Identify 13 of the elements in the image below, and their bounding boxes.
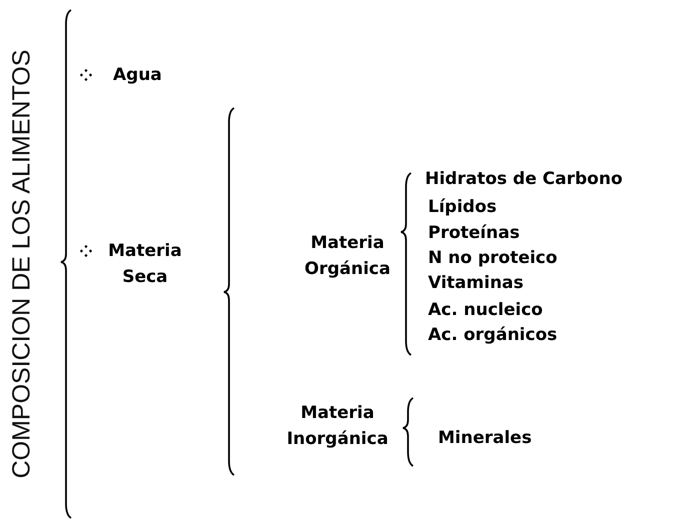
item-text: Ac. orgánicos bbox=[428, 324, 558, 347]
category-heading: Materia Inorgánica bbox=[286, 402, 390, 451]
item-text: Ac. nucleico bbox=[428, 299, 543, 322]
item-text: Agua bbox=[113, 64, 162, 87]
item-text: Hidratos de Carbono bbox=[425, 168, 623, 191]
vertical-title: COMPOSICION DE LOS ALIMENTOS bbox=[8, 50, 36, 478]
item-text: Proteínas bbox=[428, 222, 520, 245]
category-heading: Materia Seca bbox=[107, 240, 183, 289]
item-text: Lípidos bbox=[428, 196, 497, 219]
item-text: Vitaminas bbox=[428, 272, 524, 295]
category-heading: Materia Orgánica bbox=[304, 232, 392, 281]
item-text: N no proteico bbox=[428, 247, 558, 270]
item-text: Minerales bbox=[438, 427, 532, 450]
